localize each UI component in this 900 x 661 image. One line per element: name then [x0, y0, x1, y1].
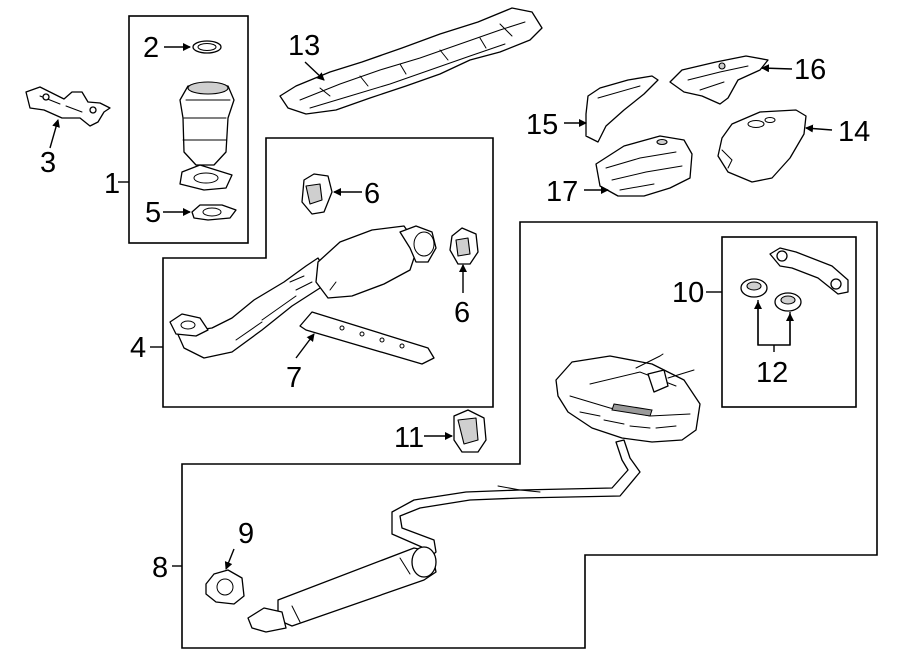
group-box-front-pipe	[162, 137, 494, 408]
callout-13: 13	[288, 30, 320, 62]
callout-2: 2	[143, 32, 159, 64]
callout-15: 15	[526, 109, 558, 141]
muffler-pipe-part-8[interactable]	[247, 353, 701, 633]
callout-12: 12	[756, 357, 788, 389]
callout-6-lower: 6	[454, 297, 470, 329]
insulator-part-6-lower[interactable]	[449, 227, 479, 265]
hanger-bracket-part-10[interactable]	[769, 247, 849, 295]
callout-11: 11	[394, 422, 424, 454]
callout-7: 7	[286, 362, 302, 394]
group-box-rear-exhaust	[181, 221, 878, 649]
bracket-part-3[interactable]	[25, 86, 111, 127]
callout-1: 1	[104, 168, 120, 200]
catalytic-converter-part-1[interactable]	[179, 81, 235, 191]
callout-10: 10	[672, 277, 704, 309]
callout-9: 9	[238, 518, 254, 550]
callout-8: 8	[152, 552, 168, 584]
insulator-part-6-upper[interactable]	[301, 173, 333, 215]
front-pipe-part-4[interactable]	[169, 225, 437, 359]
heat-shield-part-17[interactable]	[595, 135, 693, 197]
callout-5: 5	[145, 197, 161, 229]
heat-shield-part-15[interactable]	[585, 75, 659, 143]
callout-16: 16	[794, 54, 826, 86]
callout-17: 17	[546, 176, 578, 208]
gasket-part-9[interactable]	[205, 569, 245, 605]
callout-14: 14	[838, 116, 870, 148]
insulator-part-11[interactable]	[453, 409, 487, 453]
group-box-hangers	[721, 236, 857, 408]
callout-6-upper: 6	[364, 178, 380, 210]
plate-part-7[interactable]	[299, 311, 435, 365]
gasket-part-5[interactable]	[191, 204, 237, 221]
callout-3: 3	[40, 147, 56, 179]
insulator-part-12-left[interactable]	[740, 278, 768, 298]
group-box-converter	[128, 15, 249, 244]
gasket-part-2[interactable]	[192, 40, 222, 54]
callout-4: 4	[130, 332, 146, 364]
heat-shield-part-14[interactable]	[717, 109, 807, 183]
insulator-part-12-right[interactable]	[774, 292, 802, 312]
heat-shield-part-13[interactable]	[279, 7, 543, 115]
heat-shield-part-16[interactable]	[669, 55, 769, 105]
